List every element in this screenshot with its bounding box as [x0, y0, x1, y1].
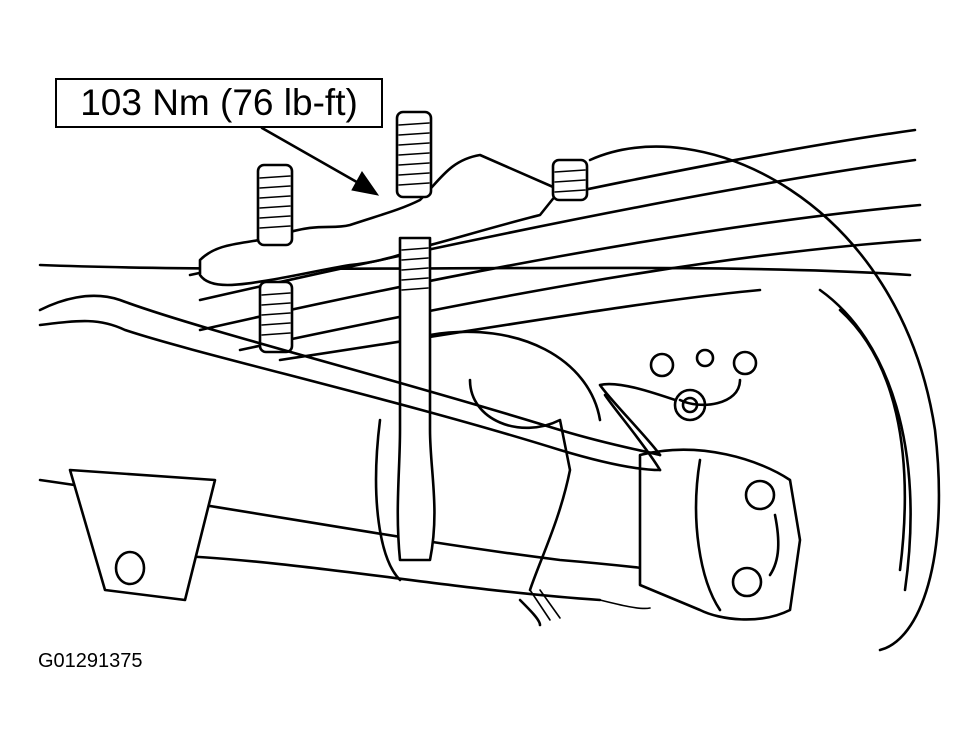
axle-end-flange	[638, 448, 802, 621]
u-bolt-far	[551, 158, 589, 202]
u-bolt-rear-left	[256, 163, 294, 247]
brake-drum	[588, 145, 941, 652]
torque-spec-label: 103 Nm (76 lb-ft)	[80, 82, 358, 123]
axle-saddle	[374, 378, 572, 627]
spring-bracket	[68, 468, 217, 602]
brake-fittings	[649, 348, 758, 422]
callout-leader-arrow	[260, 126, 380, 196]
torque-callout-box: 103 Nm (76 lb-ft)	[55, 78, 383, 128]
detail-lines	[529, 589, 651, 621]
u-bolt-front-left	[258, 280, 294, 354]
spring-plate	[198, 153, 562, 287]
u-bolt-rear-right	[395, 110, 433, 199]
brake-line	[38, 294, 692, 472]
figure-id: G01291375	[38, 650, 143, 672]
u-bolt-front-right	[396, 236, 436, 562]
